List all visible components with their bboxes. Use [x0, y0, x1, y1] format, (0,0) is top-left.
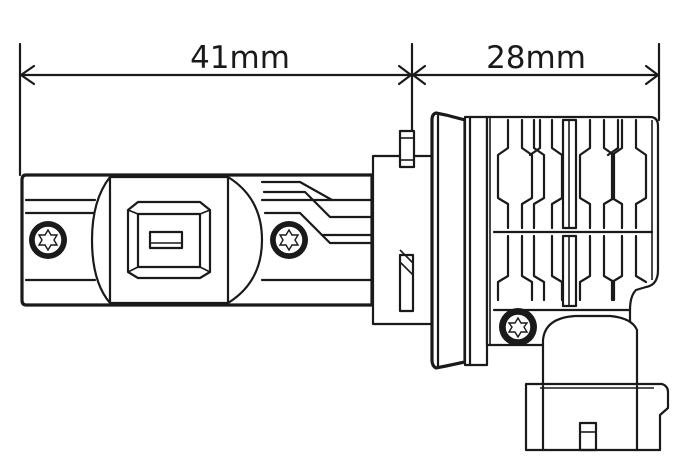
- led-housing: [90, 175, 264, 305]
- dimension-label-28mm: 28mm: [486, 40, 586, 76]
- torx-star-icon: [507, 316, 529, 339]
- mounting-collar: [371, 129, 434, 326]
- led-board-body: [20, 173, 374, 307]
- connector-plug: [524, 314, 670, 452]
- arrow-left-icon: [19, 64, 36, 86]
- flange-ring: [430, 111, 489, 370]
- heat-sink-fins-lower: [496, 234, 648, 308]
- torx-screw-right: [270, 221, 308, 259]
- dimension-28mm: [410, 42, 661, 122]
- torx-screw-heatsink: [499, 308, 537, 346]
- dimension-label-41mm: 41mm: [190, 40, 290, 76]
- connector-latch: [578, 421, 598, 452]
- heat-sink-fins-upper: [496, 118, 648, 230]
- torx-star-icon: [278, 228, 300, 252]
- torx-star-icon: [37, 228, 59, 252]
- led-chip: [126, 200, 212, 280]
- arrow-right-icon: [644, 64, 660, 86]
- torx-screw-left: [29, 221, 67, 259]
- arrow-left-icon: [411, 64, 427, 86]
- heat-sink: [485, 115, 660, 347]
